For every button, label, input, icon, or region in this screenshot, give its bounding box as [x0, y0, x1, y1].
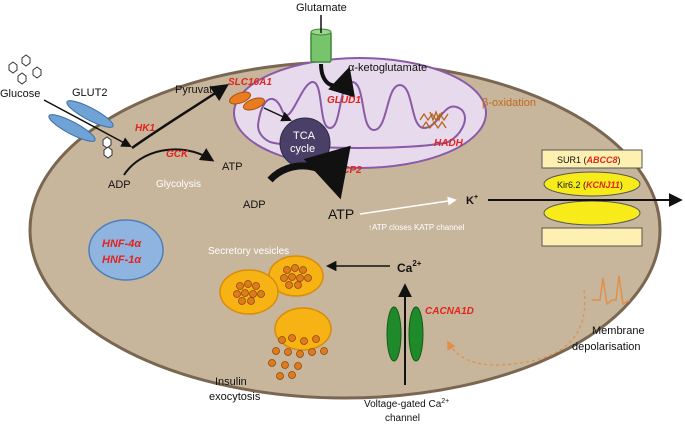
pyruvate-to-tca-arrow	[263, 107, 292, 122]
glycolysis-label: Glycolysis	[156, 179, 201, 190]
tca-label-line1: TCA	[293, 130, 316, 142]
glycolysis-atp-label: ATP	[222, 161, 243, 173]
sur1-label: SUR1 (ABCC8)	[557, 155, 621, 165]
voltage-gated-channel-left	[386, 306, 402, 362]
insulin-granules	[233, 264, 312, 305]
hk1-gene: HK1	[135, 123, 155, 134]
atp-to-katp-arrow	[359, 196, 457, 215]
potassium-label: K+	[466, 194, 478, 207]
glycolysis-arrow	[131, 84, 229, 150]
kir62-label: Kir6.2 (KCNJ11)	[557, 180, 623, 190]
kir62-subunit	[543, 171, 641, 197]
secretory-vesicles-label: Secretory vesicles	[208, 246, 289, 257]
tca-atp-label: ATP	[328, 206, 354, 222]
glutamate-transporter	[310, 31, 332, 63]
glut2-transporter-b	[48, 114, 96, 142]
action-potential-traces	[592, 275, 631, 306]
glucose-label: Glucose	[0, 88, 40, 100]
tca-adp-label: ADP	[243, 199, 266, 211]
nucleus-hnf	[88, 219, 164, 281]
glud1-arrow	[319, 63, 355, 98]
glutamate-label: Glutamate	[296, 2, 347, 14]
sur1-subunit-lower	[541, 227, 643, 247]
depolarisation-feedback-arrow	[447, 289, 586, 366]
glud1-gene: GLUD1	[327, 95, 361, 106]
intracellular-glucose-1	[102, 136, 112, 149]
fatty-acid-chains	[419, 110, 449, 130]
insulin-exocytosis-label-1: Insulin	[215, 376, 247, 388]
glycolysis-adp-label: ADP	[108, 179, 131, 191]
hnf4a-gene: HNF-4α	[102, 238, 142, 250]
kir62-subunit-lower	[543, 200, 641, 226]
membrane-depolarisation-label-2: depolarisation	[572, 341, 641, 353]
slc16a1-transporter-a	[229, 91, 251, 105]
glycolysis-adp-atp-arc	[123, 148, 215, 176]
glucose-entry-arrow	[43, 99, 132, 147]
released-insulin-granules	[268, 334, 328, 380]
gck-gene: GCK	[166, 149, 189, 160]
slc16a1-transporter-b	[243, 97, 265, 111]
membrane-depolarisation-label-1: Membrane	[592, 325, 645, 337]
intracellular-glucose-2	[103, 146, 113, 159]
sur1-subunit	[541, 149, 643, 169]
calcium-label: Ca2+	[397, 259, 422, 275]
mitochondrion	[233, 57, 487, 169]
pyruvate-label: Pyruvate	[175, 84, 218, 96]
beta-oxidation-label: β-oxidation	[482, 97, 536, 109]
hnf1a-gene: HNF-1α	[102, 254, 142, 266]
glut2-transporter-a	[66, 100, 114, 128]
slc16a1-gene: SLC16A1	[228, 77, 272, 88]
atp-production-arrow	[267, 145, 351, 200]
insulin-exocytosis-label-2: exocytosis	[209, 391, 261, 403]
voltage-gated-channel-right	[408, 306, 424, 362]
vgcc-label-line1: Voltage-gated Ca2+	[364, 398, 449, 410]
glut2-label: GLUT2	[72, 87, 107, 99]
alpha-ketoglutamate-label: α-ketoglutamate	[348, 62, 427, 74]
ucp2-gene: UCP2	[335, 165, 362, 176]
vgcc-label-line2: channel	[385, 413, 420, 424]
hadh-gene: HADH	[434, 138, 464, 149]
tca-label-line2: cycle	[290, 143, 315, 155]
atp-closes-katp-note: ↑ATP closes KATP channel	[368, 223, 465, 232]
secretory-vesicle-group	[219, 255, 332, 380]
glucose-molecules	[8, 54, 42, 85]
cacna1d-gene: CACNA1D	[425, 306, 474, 317]
mitochondrion-cristae	[256, 80, 466, 149]
vesicle	[219, 269, 279, 315]
